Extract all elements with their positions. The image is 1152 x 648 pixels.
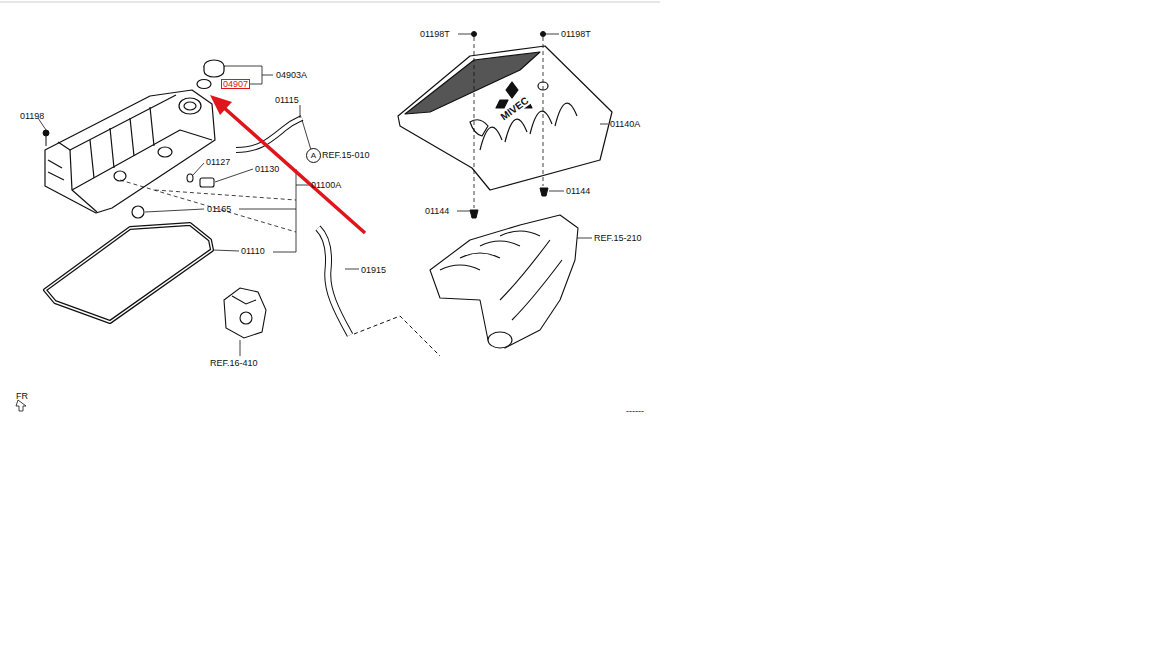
callout-number: 01915 — [361, 265, 386, 275]
callout-number: 01198T — [561, 29, 591, 39]
callout-number: 01140A — [610, 119, 640, 129]
callout-number: 01115 — [275, 95, 299, 105]
callout-number: 01165 — [207, 204, 231, 214]
callout-number: ------ — [626, 406, 644, 416]
callout-number: 01198 — [20, 111, 44, 121]
callout-number: 01110 — [241, 246, 265, 256]
callout-number: 01130 — [255, 164, 279, 174]
reference-circle: A — [306, 148, 321, 163]
callout-number: FR — [16, 391, 28, 401]
callout-number: 04907 — [221, 79, 250, 89]
callout-number: 01144 — [425, 206, 449, 216]
callout-number: REF.16-410 — [210, 358, 258, 368]
callout-number: 04903A — [276, 70, 307, 80]
callout-number: 01127 — [206, 157, 230, 167]
callout-number: REF.15-210 — [594, 233, 642, 243]
reference-letter: A — [311, 151, 316, 160]
callout-number: 01100A — [311, 180, 341, 190]
callout-number: 01198T — [420, 29, 450, 39]
callout-number: REF.15-010 — [322, 150, 370, 160]
callout-number: 01144 — [566, 186, 590, 196]
